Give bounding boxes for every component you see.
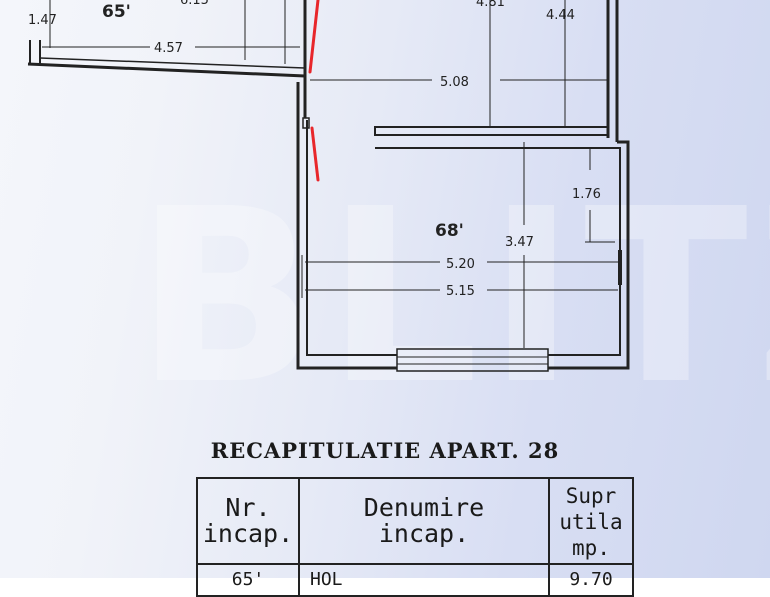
header-denumire: Denumire incap. [298, 477, 550, 565]
red-annotations [308, 0, 320, 182]
dimension-lines [42, 0, 618, 348]
room-label-68: 68' [435, 221, 464, 241]
dim-label: 4.44 [546, 8, 575, 23]
dim-label: 1.76 [572, 187, 601, 202]
dim-label: 4.81 [476, 0, 505, 10]
dim-label: 1.47 [28, 13, 57, 28]
header-text: Nr. [225, 492, 271, 522]
cell-nr: 65' [196, 563, 300, 597]
header-text: mp. [572, 536, 610, 561]
header-text: Denumire [363, 492, 485, 522]
header-text: Supr [565, 483, 617, 508]
walls [27, 0, 630, 372]
dim-label: 4.57 [154, 41, 183, 56]
floor-plan: BLITZ [27, 0, 770, 430]
dim-label: 6.15 [180, 0, 209, 8]
dim-label: 5.20 [446, 257, 475, 272]
header-suprafata: Supr utila mp. [548, 477, 634, 565]
room-label-65: 65' [102, 2, 131, 22]
recap-table: Nr. incap. Denumire incap. Supr utila mp… [196, 477, 634, 597]
header-text: incap. [378, 519, 470, 548]
dim-label: 5.15 [446, 284, 475, 299]
cell-name: HOL [298, 563, 550, 597]
recap-title: RECAPITULATIE APART. 28 [210, 438, 560, 463]
header-text: incap. [202, 519, 294, 548]
watermark: BLITZ [135, 157, 770, 430]
header-nr: Nr. incap. [196, 477, 300, 565]
red-mark-upper [308, 0, 320, 74]
header-text: utila [559, 509, 623, 534]
table-header-row: Nr. incap. Denumire incap. Supr utila mp… [196, 477, 634, 565]
cell-area: 9.70 [548, 563, 634, 597]
table-row: 65' HOL 9.70 [196, 563, 634, 597]
dim-label: 3.47 [505, 235, 534, 250]
dim-label: 5.08 [440, 75, 469, 90]
red-mark-lower [310, 126, 320, 182]
